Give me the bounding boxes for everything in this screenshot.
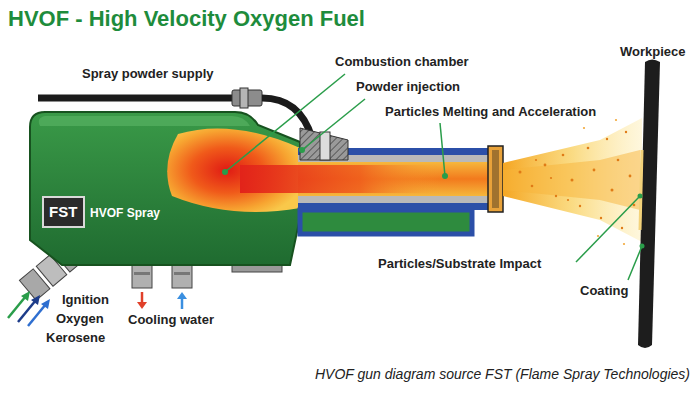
illustration-part: [555, 195, 557, 197]
input-label: Kerosene: [46, 330, 105, 345]
illustration-part: [571, 179, 574, 182]
illustration-part: [440, 123, 445, 176]
input-label: Cooling water: [128, 312, 214, 327]
illustration-part: [535, 159, 537, 161]
illustration-part: [38, 95, 232, 102]
illustration-part: [531, 185, 534, 188]
illustration-part: [629, 175, 632, 178]
nozzle: [240, 128, 503, 234]
illustration-part: [638, 60, 660, 349]
logo-text: FST: [49, 203, 78, 221]
input-label: Oxygen: [56, 311, 104, 326]
illustration-part: [181, 298, 184, 309]
illustration-part: [225, 74, 345, 172]
illustration-part: [587, 147, 590, 150]
input-label: Ignition: [62, 292, 109, 307]
illustration-part: [177, 292, 187, 299]
diagram-title: HVOF - High Velocity Oxygen Fuel: [8, 6, 365, 32]
illustration-part: [299, 147, 305, 153]
part-label: Coating: [580, 283, 628, 298]
workpiece: [638, 60, 660, 349]
logo-badge: FST: [42, 196, 85, 228]
illustration-part: [174, 272, 190, 275]
illustration-part: [628, 246, 642, 280]
illustration-part: [41, 299, 50, 309]
illustration-part: [240, 165, 440, 193]
illustration-part: [593, 169, 596, 172]
illustration-part: [544, 164, 547, 167]
illustration-part: [615, 119, 617, 121]
illustration-part: [137, 302, 147, 309]
illustration-part: [492, 150, 499, 208]
illustration-part: [28, 304, 46, 326]
part-label: Particles/Substrate Impact: [378, 256, 541, 271]
illustration-part: [132, 264, 152, 288]
illustration-part: [519, 171, 522, 174]
illustration-part: [606, 138, 608, 140]
illustration-part: [172, 264, 192, 288]
illustration-part: [579, 205, 581, 207]
illustration-part: [320, 132, 330, 160]
part-label: Combustion chamber: [335, 54, 469, 69]
illustration-part: [31, 295, 40, 305]
illustration-part: [640, 244, 645, 249]
illustration-part: [562, 154, 565, 157]
illustration-part: [583, 127, 585, 129]
illustration-part: [134, 272, 150, 275]
illustration-part: [39, 116, 250, 126]
illustration-part: [576, 196, 640, 262]
illustration-part: [300, 210, 472, 234]
illustration-part: [488, 146, 503, 212]
leader-lines: [222, 74, 645, 280]
part-label: Powder injection: [356, 79, 460, 94]
illustration-part: [638, 194, 643, 199]
illustration-part: [550, 177, 552, 179]
illustration-part: [503, 118, 642, 242]
part-label: Spray powder supply: [82, 66, 213, 81]
illustration-part: [625, 131, 627, 133]
illustration-part: [240, 88, 248, 108]
illustration-part: [611, 189, 614, 192]
part-label: Workpiece: [620, 44, 686, 59]
illustration-part: [302, 99, 365, 150]
illustration-part: [600, 217, 602, 219]
illustration-part: [21, 291, 30, 301]
illustration-part: [597, 235, 599, 237]
illustration-part: [567, 199, 569, 201]
illustration-part: [503, 150, 640, 210]
part-label: Particles Melting and Acceleration: [385, 104, 596, 119]
illustration-part: [623, 243, 625, 245]
illustration-part: [617, 159, 620, 162]
illustration-part: [621, 227, 623, 229]
spray-plume: [503, 118, 642, 245]
illustration-part: [222, 169, 228, 175]
illustration-part: [442, 173, 448, 179]
illustration-part: [141, 292, 144, 303]
brand-label: HVOF Spray: [90, 206, 160, 220]
diagram-caption: HVOF gun diagram source FST (Flame Spray…: [315, 366, 690, 382]
illustration-part: [640, 150, 642, 230]
